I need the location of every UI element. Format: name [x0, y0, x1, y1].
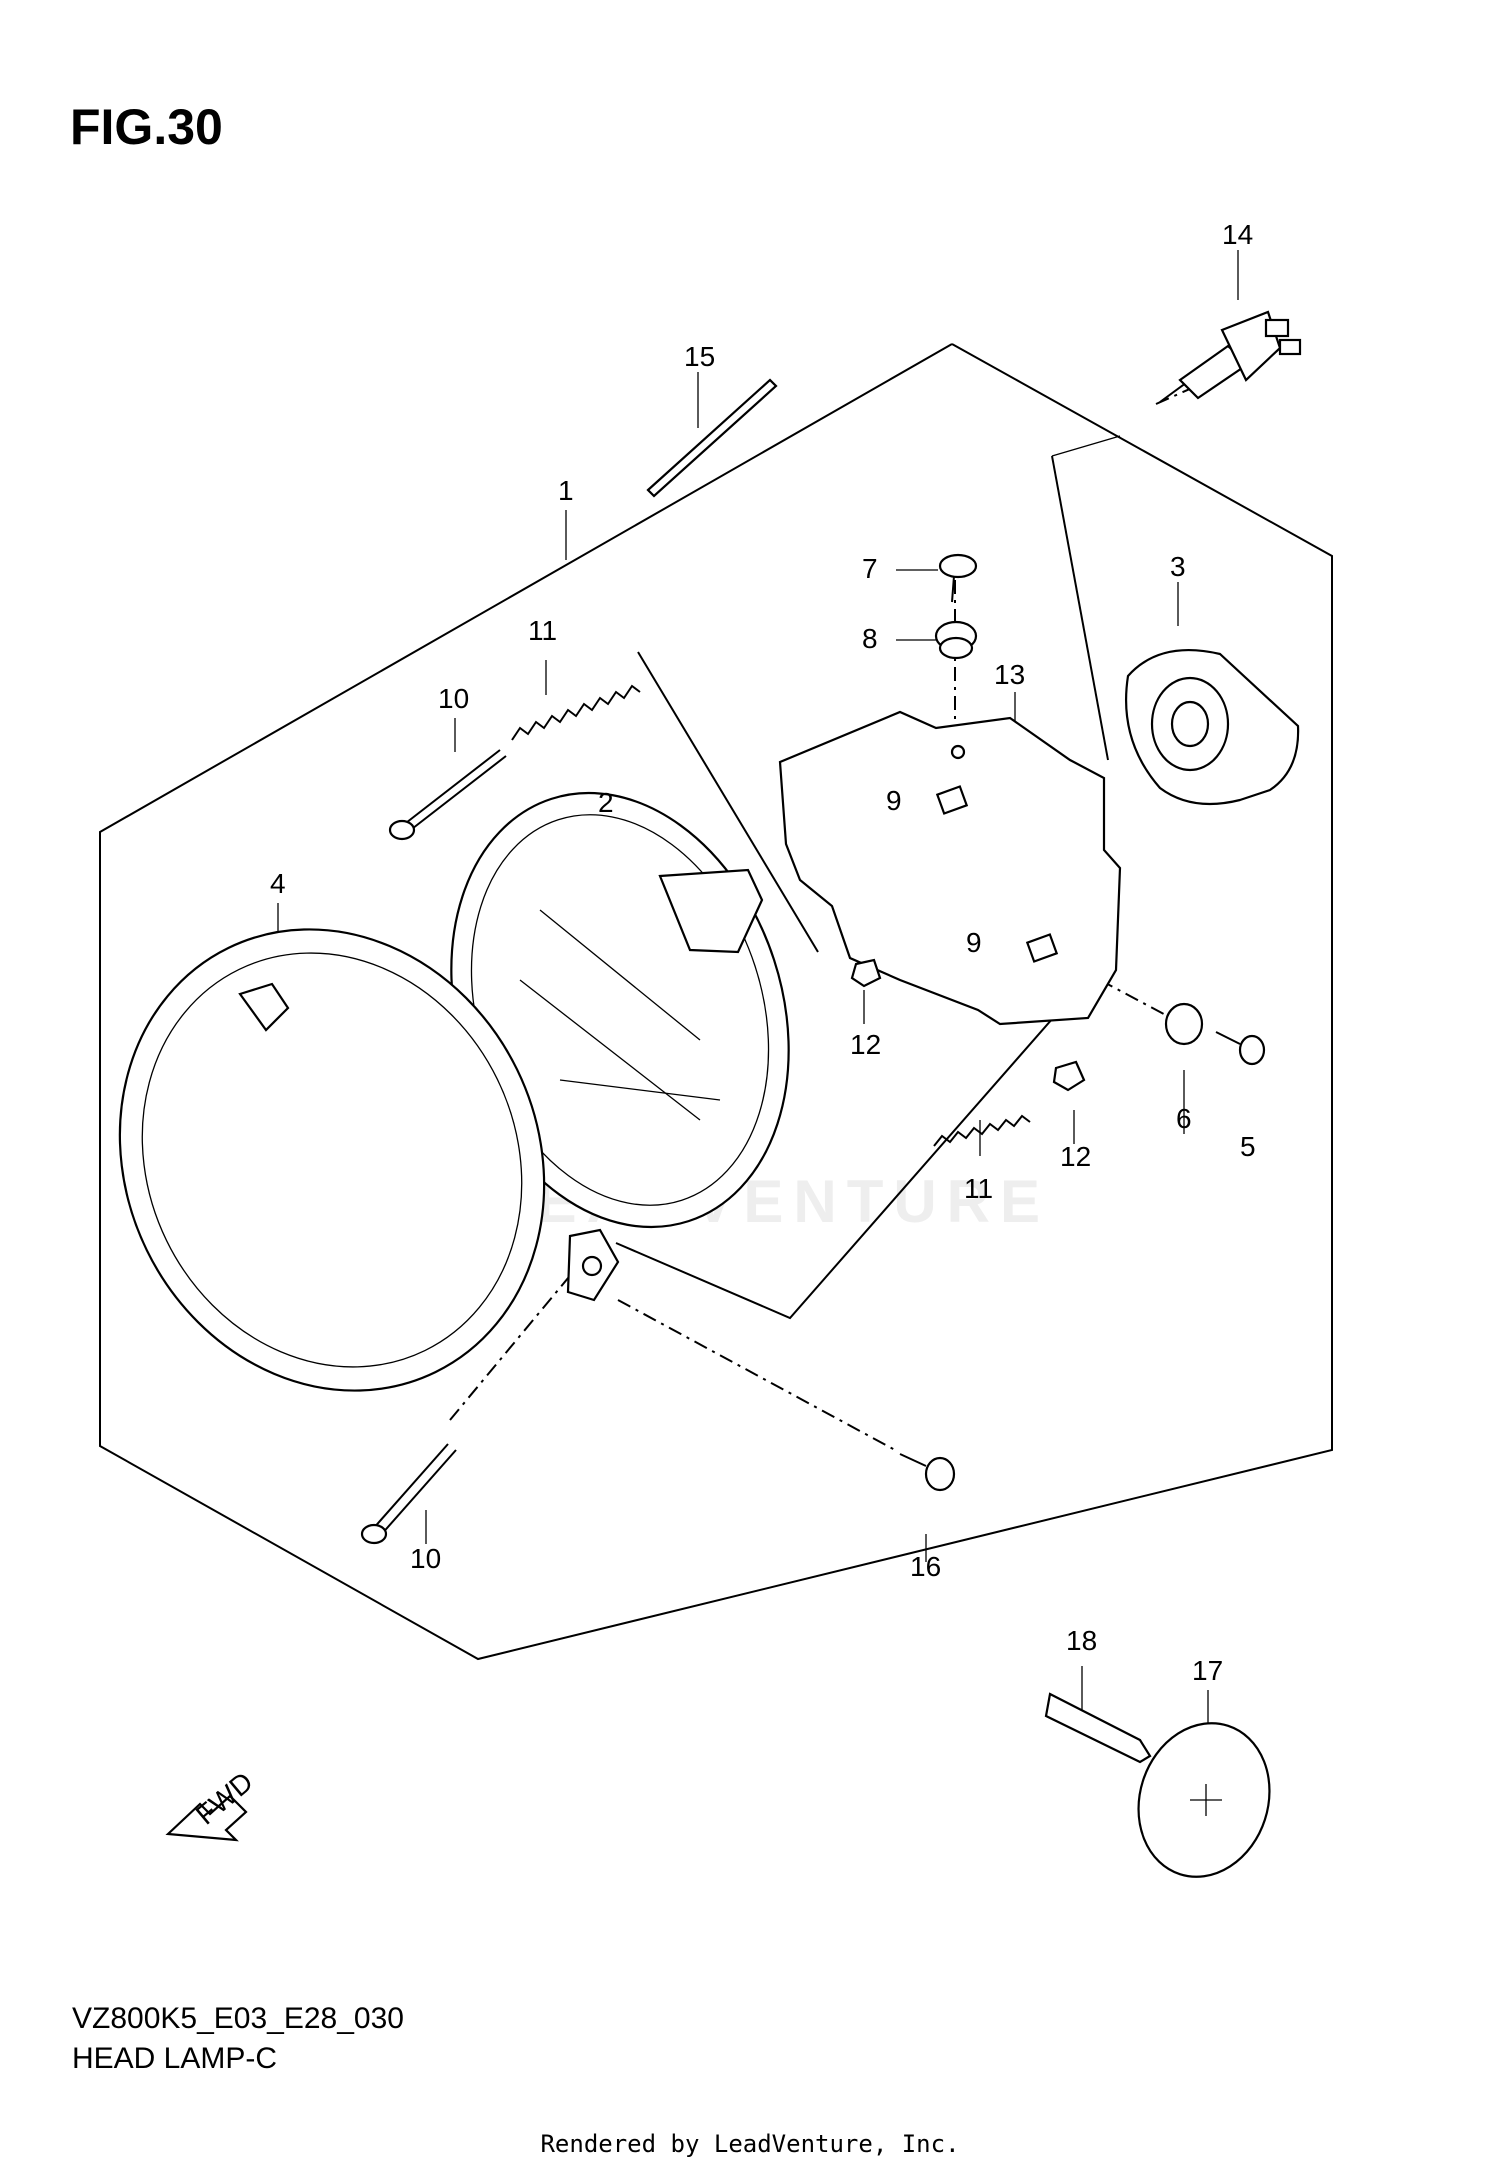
- callout-10-lower: 10: [410, 1543, 441, 1574]
- callout-8: 8: [862, 623, 878, 654]
- figure-title: FIG.30: [70, 99, 223, 155]
- callout-11-lower: 11: [964, 1173, 993, 1204]
- leader-lines: [277, 250, 1239, 1726]
- callout-9-lower: 9: [966, 927, 982, 958]
- grommet-8-part: [934, 620, 978, 660]
- bulb-part: [1159, 310, 1302, 403]
- assembly-boundary: [99, 343, 1333, 1661]
- callout-14: 14: [1222, 219, 1253, 250]
- screw-5-part: [1215, 1031, 1266, 1066]
- callout-2: 2: [598, 787, 614, 818]
- housing-bracket-part: [778, 710, 1122, 1026]
- bulb-mark-part: [646, 378, 778, 498]
- nut-12-lower-part: [1052, 1060, 1086, 1092]
- callout-13: 13: [994, 659, 1025, 690]
- callout-12-upper: 12: [850, 1029, 881, 1060]
- adjusting-screw-10-lower-part: [360, 1443, 457, 1545]
- screw-7-part: [938, 553, 978, 603]
- callout-7: 7: [862, 553, 878, 584]
- screw-16-part: [899, 1453, 956, 1492]
- forward-arrow-icon: FWD: [165, 1766, 259, 1842]
- callout-1: 1: [558, 475, 574, 506]
- headlamp-rim-part: [118, 928, 620, 1392]
- callout-6: 6: [1176, 1103, 1192, 1134]
- callout-12-lower: 12: [1060, 1141, 1091, 1172]
- spring-11-upper-part: [511, 684, 641, 741]
- callout-labels: 1 2 3 4 5 6 7 8 9 9 10 10 11 11 12 12 13…: [270, 219, 1256, 1686]
- socket-cover-part: [1125, 648, 1300, 806]
- callout-11-upper: 11: [528, 615, 557, 646]
- footer-credit: Rendered by LeadVenture, Inc.: [540, 2130, 960, 2158]
- callout-16: 16: [910, 1551, 941, 1582]
- callout-3: 3: [1170, 551, 1186, 582]
- callout-18: 18: [1066, 1625, 1097, 1656]
- callout-10-upper: 10: [438, 683, 469, 714]
- assembly-name: HEAD LAMP-C: [72, 2042, 278, 2075]
- callout-4: 4: [270, 868, 286, 899]
- model-code: VZ800K5_E03_E28_030: [72, 2002, 404, 2035]
- nut-12-upper-part: [850, 958, 882, 988]
- callout-17: 17: [1192, 1655, 1223, 1686]
- callout-5: 5: [1240, 1131, 1256, 1162]
- reflector-bolt-part: [1044, 1692, 1152, 1764]
- callout-15: 15: [684, 341, 715, 372]
- reflector-part: [1137, 1722, 1271, 1878]
- adjusting-screw-10-upper-part: [388, 749, 507, 841]
- grommet-6-part: [1164, 1002, 1204, 1046]
- callout-9-upper: 9: [886, 785, 902, 816]
- spring-11-lower-part: [933, 1114, 1031, 1147]
